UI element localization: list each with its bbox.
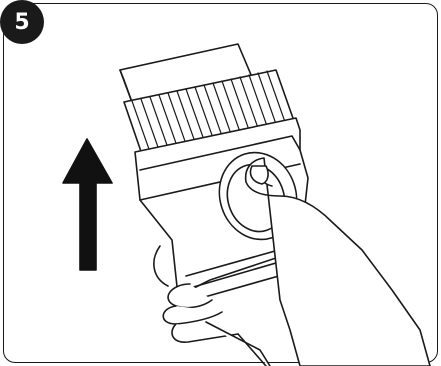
up-arrow-icon	[63, 139, 112, 270]
step-number-badge: 5	[0, 0, 44, 44]
